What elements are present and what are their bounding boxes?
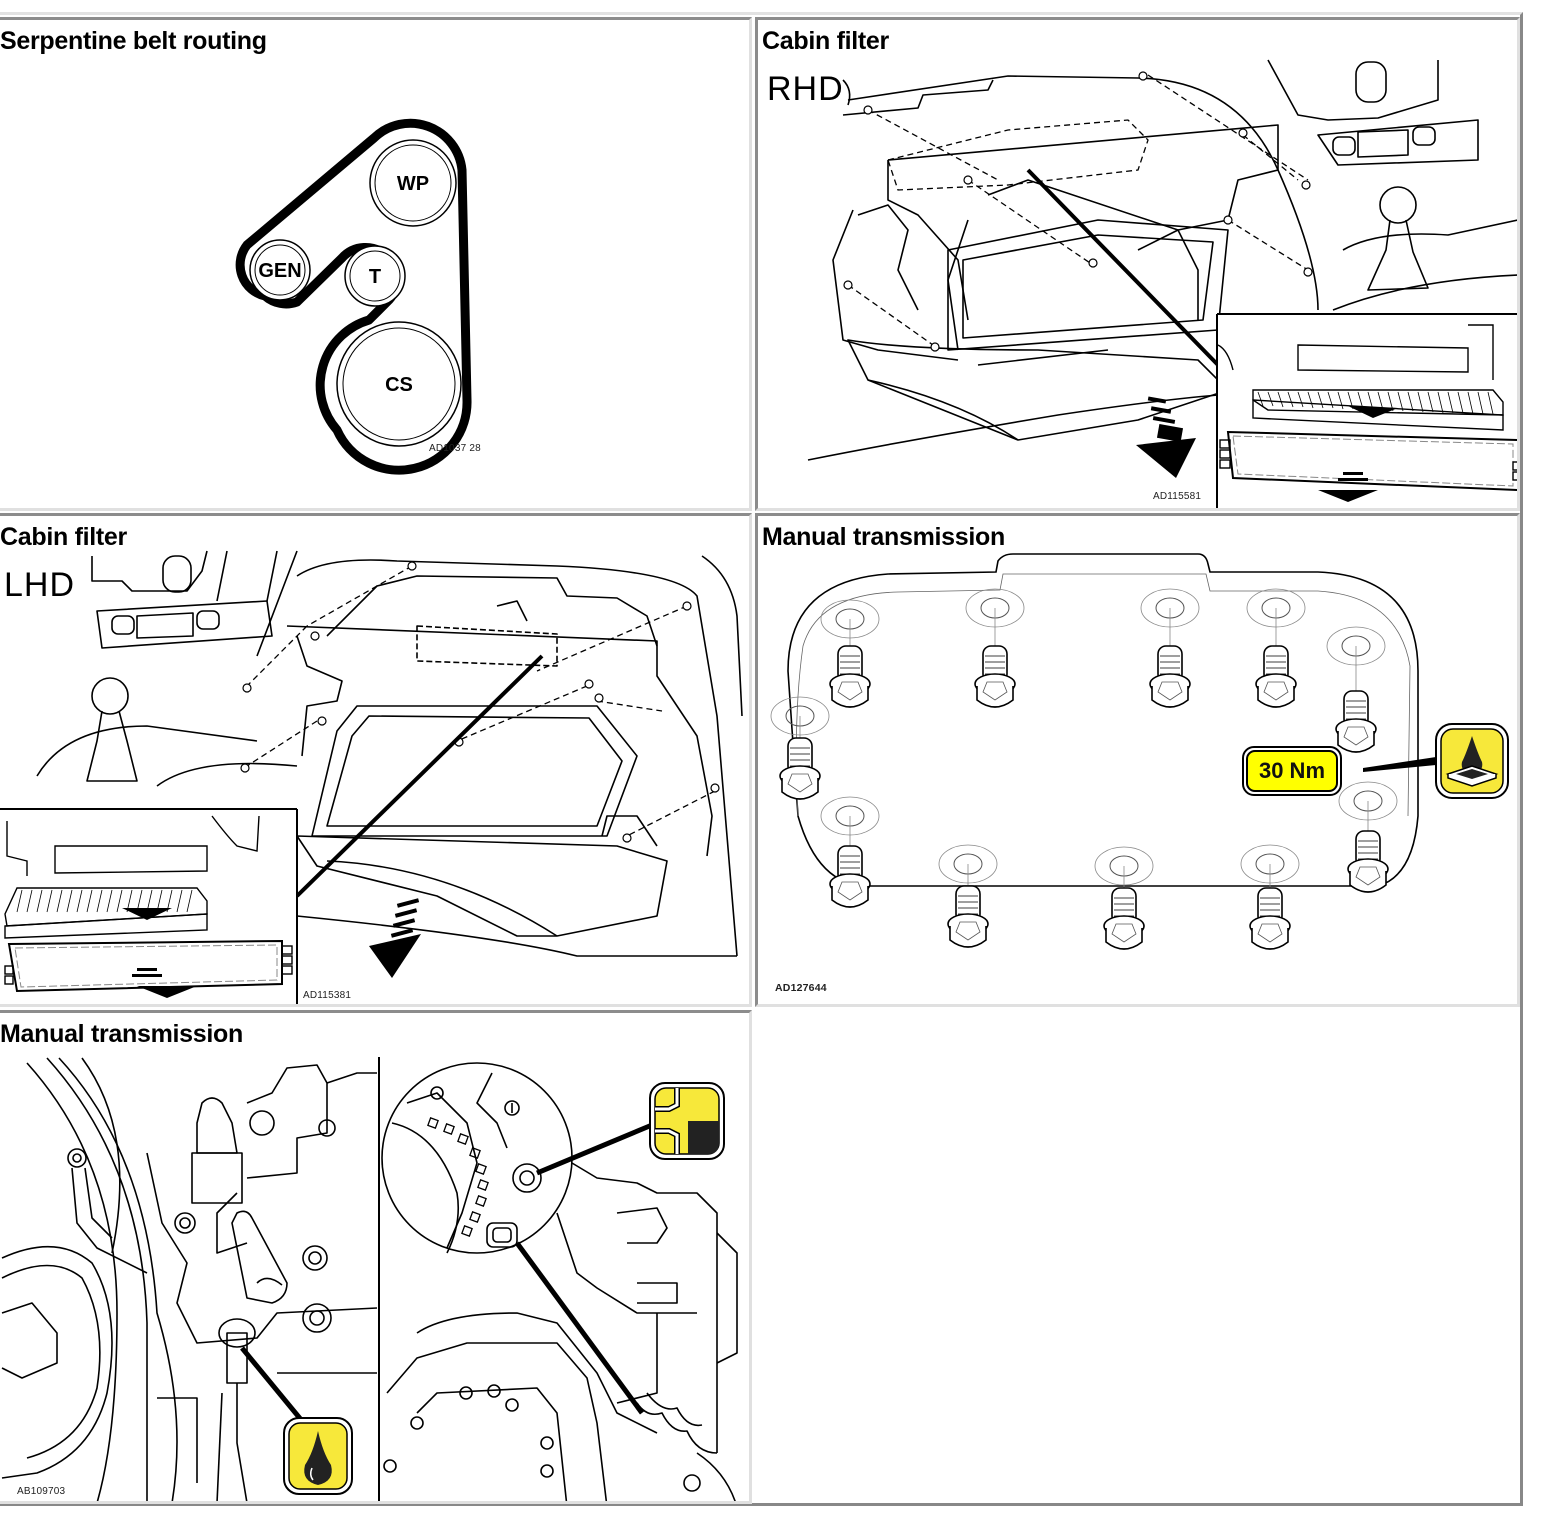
serpentine-belt-diagram: WP GEN T CS [235, 118, 472, 475]
figure-code: AD127644 [775, 982, 827, 994]
bolt [1246, 588, 1306, 708]
document-table [0, 12, 1523, 1506]
pulley-cs [336, 321, 462, 447]
bolt [1240, 844, 1300, 950]
bolt [770, 696, 830, 800]
bolt [1338, 781, 1398, 893]
pulley-label-gen: GEN [258, 260, 301, 282]
pulley-label-wp: WP [397, 173, 429, 195]
figure-code: AB109703 [17, 1486, 66, 1497]
figure-code: AD1037 28 [429, 443, 481, 454]
oil-drop-icon [283, 1417, 353, 1495]
torque-value: 30 Nm [1246, 750, 1338, 792]
inset-filter-detail [1216, 313, 1517, 508]
transmission-plugs-illustration [1, 1057, 738, 1501]
bolt [1140, 588, 1200, 708]
figure-code: AD115581 [1153, 491, 1202, 502]
pulley-wp [369, 139, 457, 227]
bolt [820, 599, 880, 708]
pulley-label-cs: CS [385, 374, 413, 396]
bolt [1094, 846, 1154, 950]
bolt [965, 588, 1025, 708]
figure-cell-cabin-filter-rhd: Cabin filter RHD [755, 17, 1520, 511]
figure-code: AD115381 [303, 990, 352, 1001]
cover-outline [787, 553, 1419, 887]
figure-title: Serpentine belt routing [0, 27, 267, 55]
figure-cell-manual-transmission-cover: Manual transmission 30 Nm AD127644 [755, 513, 1520, 1007]
bolt [938, 844, 998, 948]
torque-badge: 30 Nm [1242, 746, 1342, 796]
pulley-gen [249, 239, 311, 301]
figure-title: Cabin filter [0, 523, 127, 551]
transmission-cover-bolt-diagram [770, 553, 1419, 950]
figure-title: Manual transmission [0, 1020, 243, 1048]
cabin-filter-rhd-illustration [807, 59, 1517, 508]
figure-title: Manual transmission [762, 523, 1005, 551]
variant-label: RHD [767, 70, 844, 108]
bolt [820, 796, 880, 908]
inset-filter-detail [0, 808, 298, 1004]
variant-label: LHD [4, 566, 76, 604]
bolt [1326, 626, 1386, 753]
figure-cell-manual-transmission-plugs: Manual transmission [0, 1010, 752, 1504]
figure-title: Cabin filter [762, 27, 889, 55]
sealant-drop-icon [1435, 723, 1509, 799]
pulley-t [344, 245, 406, 307]
callout-leader [1363, 757, 1436, 772]
cabin-filter-lhd-illustration [0, 550, 743, 1004]
fluid-level-plug-icon [649, 1082, 725, 1160]
figure-cell-serpentine-belt: Serpentine belt routing WP GEN T CS AD10… [0, 17, 752, 511]
figure-cell-cabin-filter-lhd: Cabin filter LHD [0, 513, 752, 1007]
pulley-label-t: T [369, 266, 381, 288]
